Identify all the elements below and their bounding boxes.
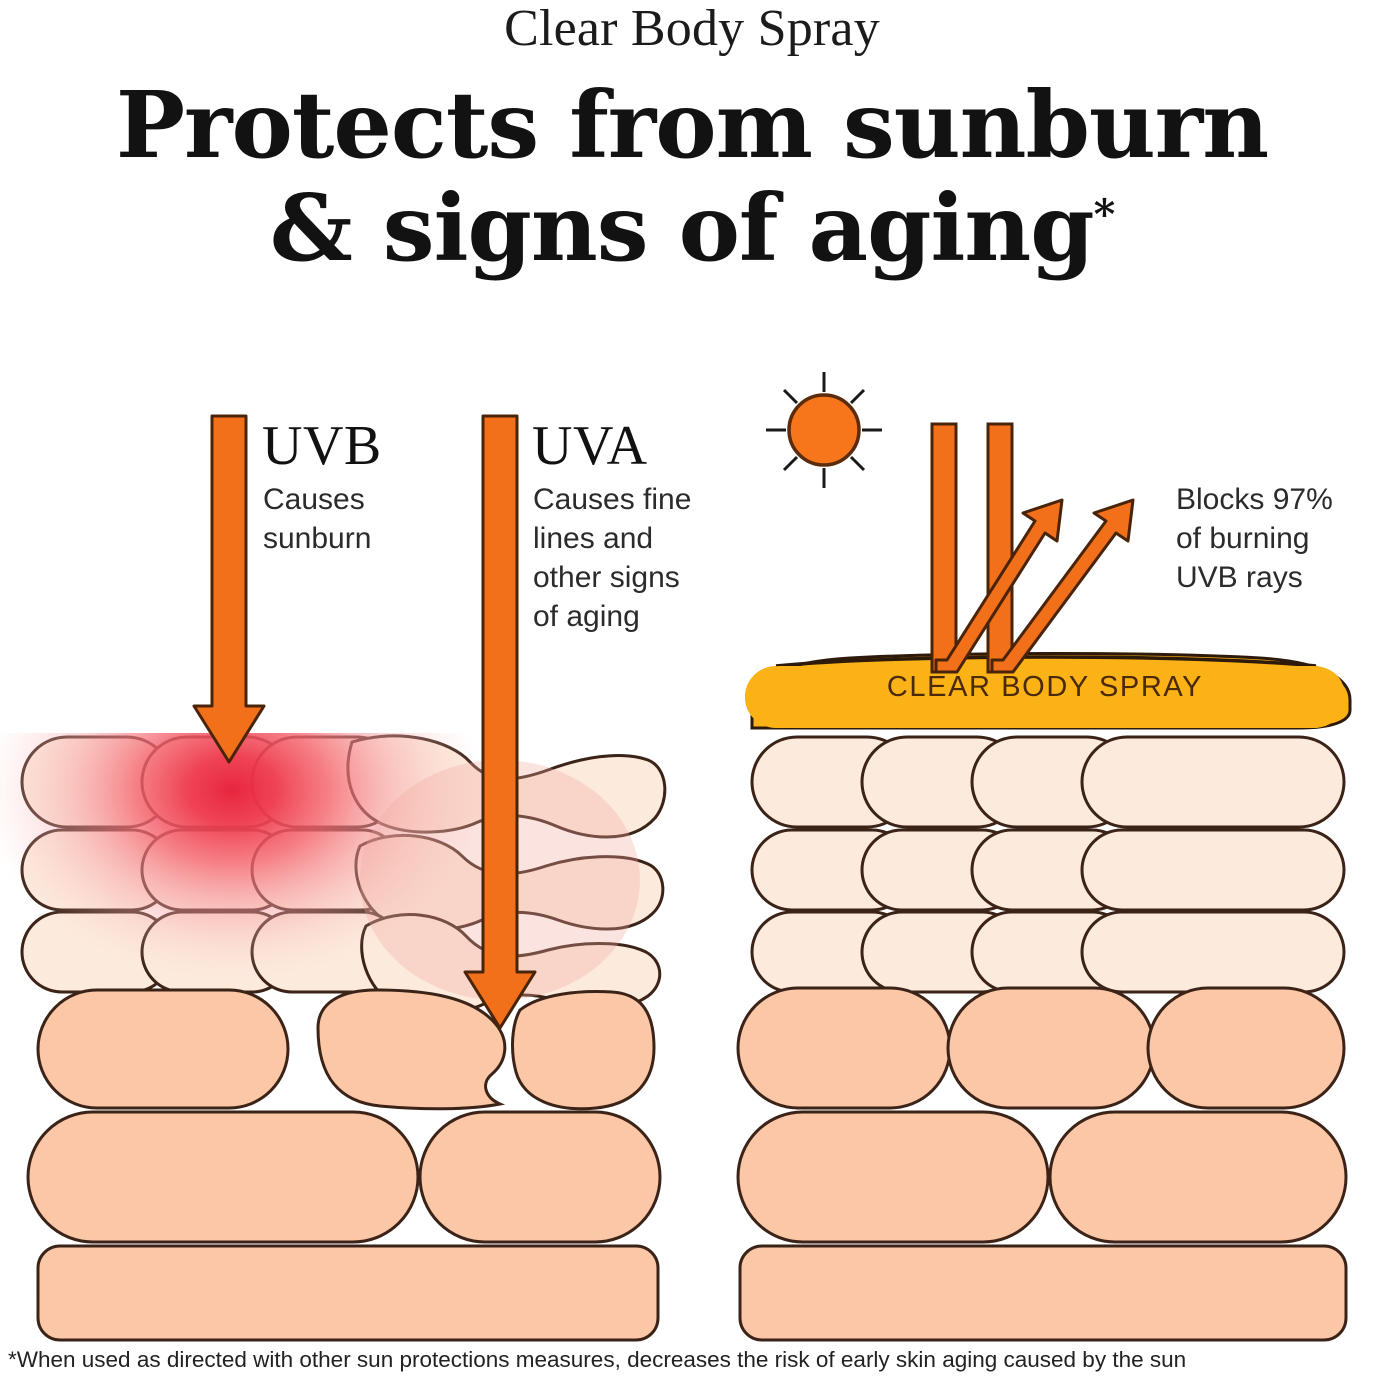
uvb-arrow xyxy=(192,414,266,764)
skin-deep-row-3 xyxy=(36,1244,660,1342)
incoming-ray-1 xyxy=(930,422,958,674)
sunscreen-band-label: CLEAR BODY SPRAY xyxy=(886,671,1204,703)
incoming-ray-2 xyxy=(986,422,1014,674)
headline-line-1: Protects from sunburn xyxy=(115,71,1269,179)
protected-deep-row-1 xyxy=(736,986,1346,1110)
reflected-ray-1 xyxy=(934,498,1064,674)
uvb-description: Causes sunburn xyxy=(263,483,372,555)
uvb-title: UVB xyxy=(262,415,382,477)
sunscreen-band xyxy=(745,652,1352,730)
protected-row-3 xyxy=(750,910,1346,994)
sunburn-glow xyxy=(0,733,482,980)
skin-deep-row-2 xyxy=(26,1110,662,1244)
blocks-uvb-description: Blocks 97% of burning UVB rays xyxy=(1176,483,1333,594)
footnote-disclaimer: *When used as directed with other sun pr… xyxy=(8,1347,1187,1372)
protected-deep-row-2 xyxy=(736,1110,1348,1244)
right-skin-stack xyxy=(736,735,1348,1342)
reflected-ray-2 xyxy=(990,498,1135,674)
protected-deep-row-3 xyxy=(738,1244,1348,1342)
uva-title: UVA xyxy=(532,415,648,477)
product-kicker: Clear Body Spray xyxy=(504,0,880,57)
uva-description: Causes fine lines and other signs of agi… xyxy=(533,483,692,633)
uva-arrow xyxy=(463,414,537,1030)
left-skin-stack xyxy=(0,733,667,1342)
asterisk-marker: * xyxy=(1093,189,1116,239)
sun-icon xyxy=(766,372,882,488)
protected-row-2 xyxy=(750,828,1346,912)
skin-deep-row-1 xyxy=(36,988,656,1111)
page-title: Protects from sunburn & signs of aging* xyxy=(0,71,1384,283)
headline-line-2: & signs of aging* xyxy=(269,174,1116,283)
protected-row-1 xyxy=(750,735,1346,829)
